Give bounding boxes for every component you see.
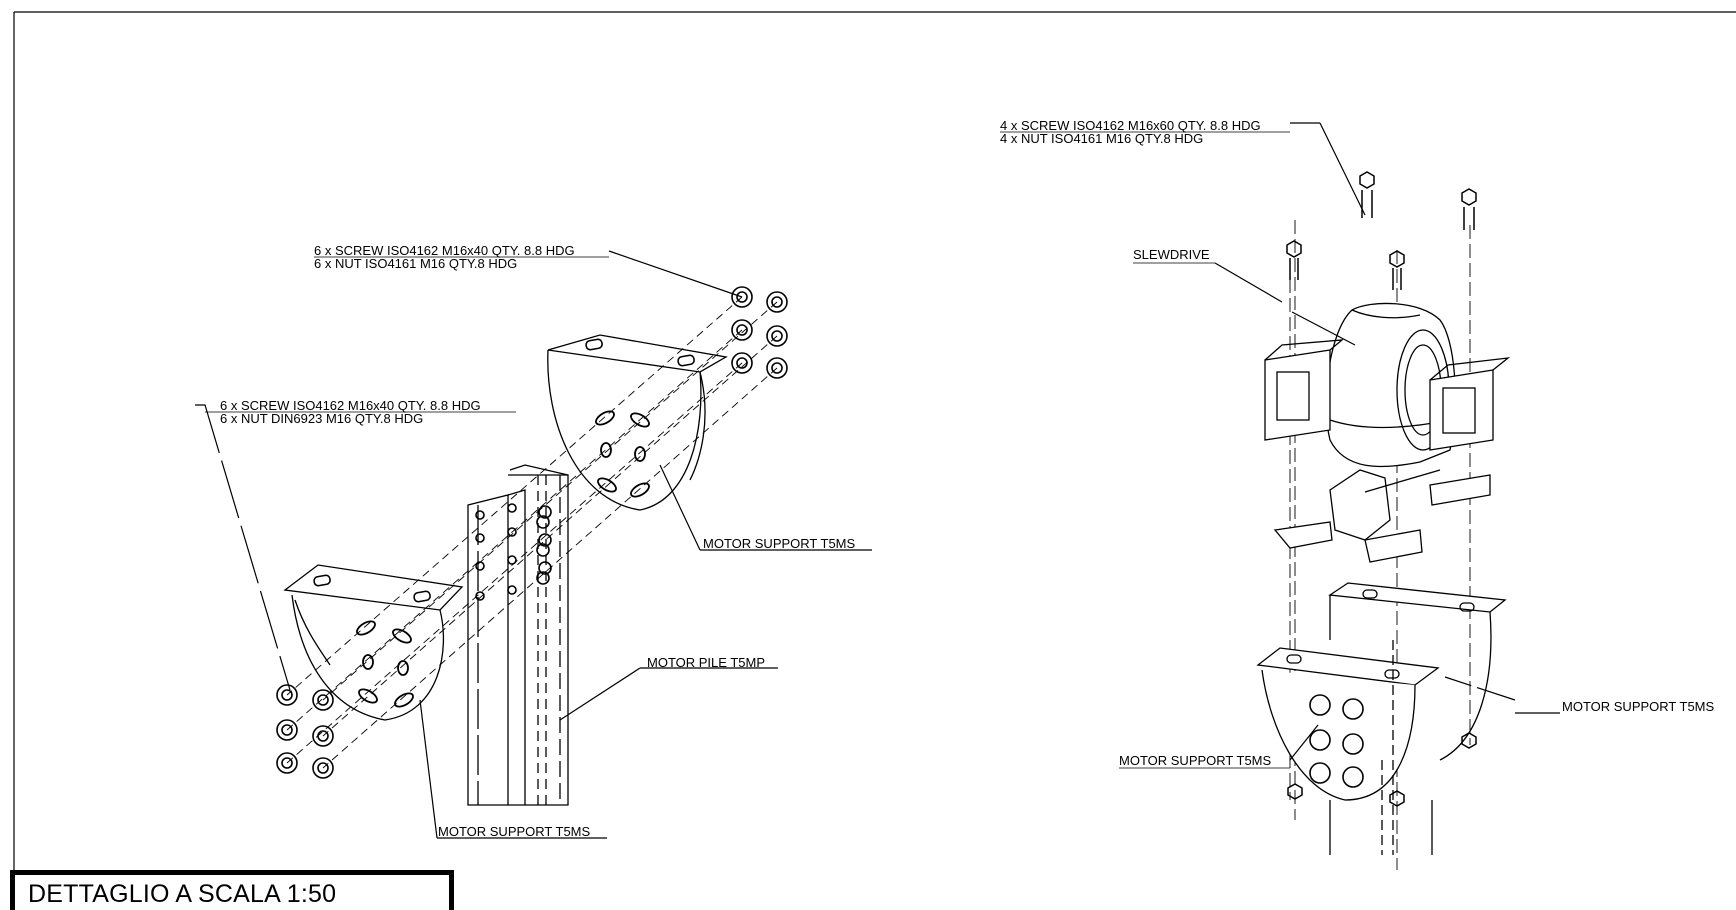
- right-leaders: [1214, 122, 1560, 761]
- right-labels: 4 x SCREW ISO4162 M16x60 QTY. 8.8 HDG 4 …: [1000, 118, 1715, 769]
- motor-support-upper-part: [547, 334, 728, 511]
- right-pile-part: [1329, 640, 1433, 855]
- motor-support-right-lower-part: [1256, 647, 1440, 801]
- motor-pile-part: [467, 464, 569, 806]
- left-assembly: [195, 250, 872, 839]
- label-slewdrive: SLEWDRIVE: [1133, 247, 1210, 262]
- nuts-bottom-group: [1287, 732, 1477, 807]
- slewdrive-part: [1264, 302, 1511, 563]
- label-motor-support-right-lower: MOTOR SUPPORT T5MS: [1119, 753, 1272, 768]
- nuts-upper-group: [731, 286, 788, 379]
- detail-title: DETTAGLIO A SCALA 1:50: [28, 880, 337, 908]
- label-motor-pile: MOTOR PILE T5MP: [647, 655, 765, 670]
- bolts-top-group: [1286, 171, 1477, 290]
- title-block: [10, 870, 454, 910]
- label-screw-upper-line2: 6 x NUT ISO4161 M16 QTY.8 HDG: [314, 256, 517, 271]
- label-screw-right-line1: 4 x SCREW ISO4162 M16x60 QTY. 8.8 HDG: [1000, 118, 1261, 133]
- motor-support-right-part: [1328, 582, 1507, 761]
- label-screw-lower-line1: 6 x SCREW ISO4162 M16x40 QTY. 8.8 HDG: [220, 398, 481, 413]
- left-leaders: [195, 250, 872, 839]
- right-assembly: [1214, 122, 1560, 870]
- label-screw-upper-line1: 6 x SCREW ISO4162 M16x40 QTY. 8.8 HDG: [314, 243, 575, 258]
- left-labels: 6 x SCREW ISO4162 M16x40 QTY. 8.8 HDG 6 …: [205, 243, 856, 839]
- label-screw-lower-line2: 6 x NUT DIN6923 M16 QTY.8 HDG: [220, 411, 423, 426]
- left-axis-lines: [286, 296, 778, 769]
- label-screw-right-line2: 4 x NUT ISO4161 M16 QTY.8 HDG: [1000, 131, 1203, 146]
- drawing-frame: [13, 11, 1736, 870]
- label-motor-support-lower: MOTOR SUPPORT T5MS: [438, 824, 591, 839]
- label-motor-support-upper: MOTOR SUPPORT T5MS: [703, 536, 856, 551]
- label-motor-support-right: MOTOR SUPPORT T5MS: [1562, 699, 1715, 714]
- motor-support-lower-part: [283, 564, 464, 721]
